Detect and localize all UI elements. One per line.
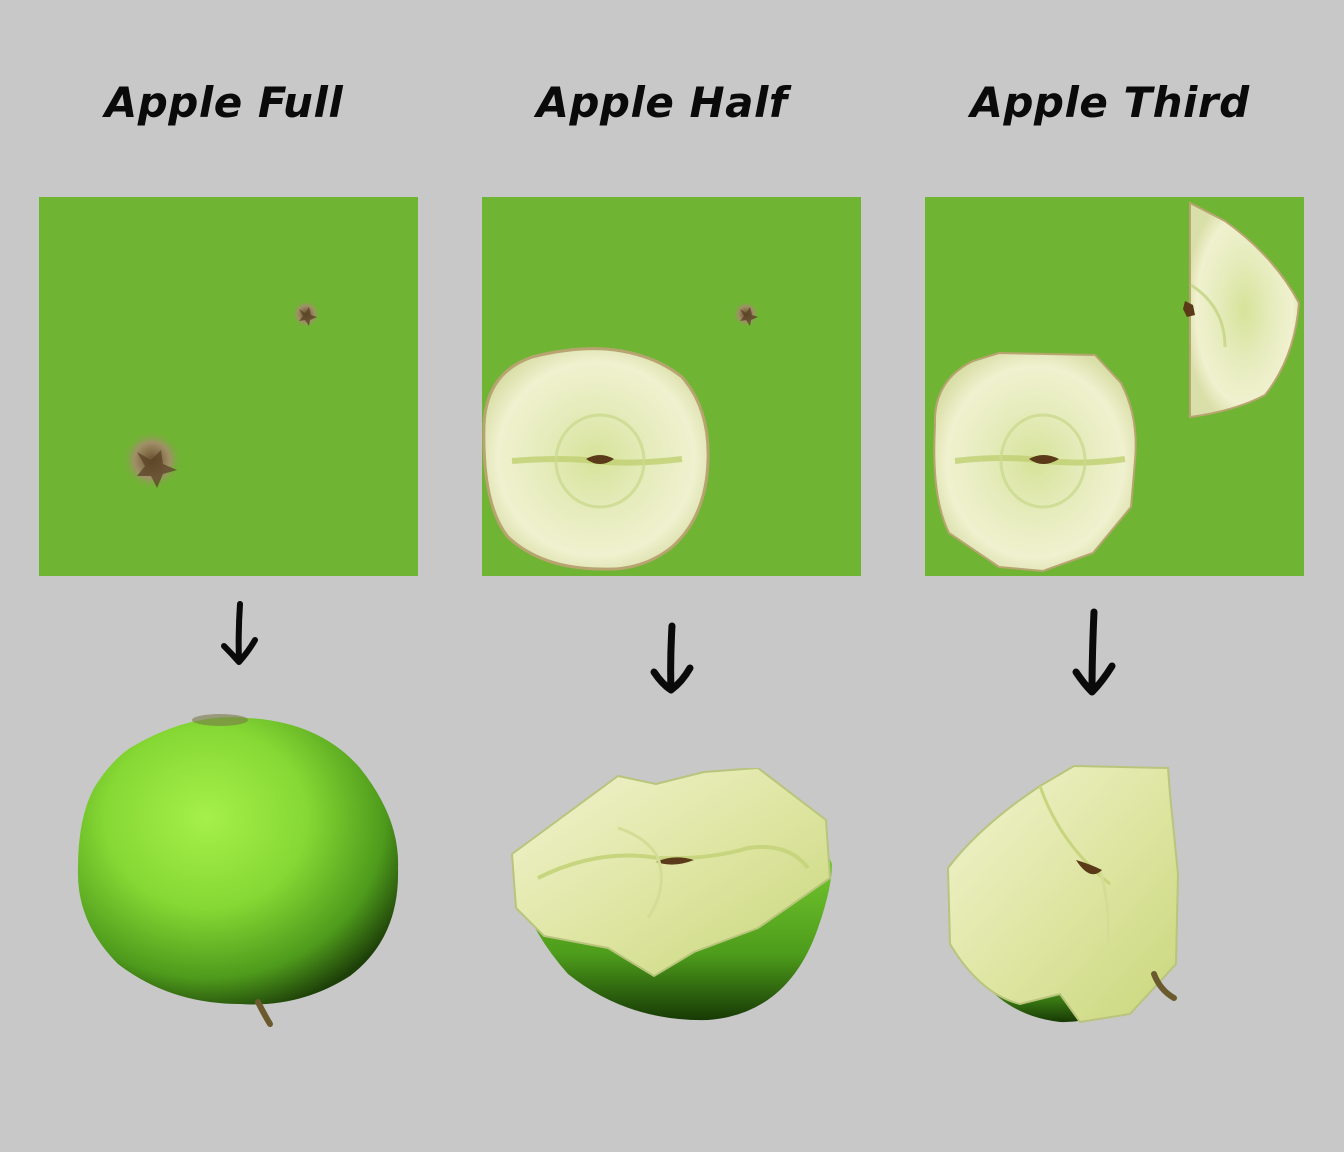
panel-apple-full: Apple Full	[0, 0, 448, 1152]
panel-apple-half: Apple Half	[448, 0, 896, 1152]
apple-half-texture-icon	[482, 197, 861, 576]
whole-apple-icon	[77, 714, 399, 1027]
panel-apple-third: Apple Third	[896, 0, 1344, 1152]
apple-third-texture-icon	[925, 197, 1304, 576]
apple-peel-texture-icon	[39, 197, 418, 576]
third-apple-icon	[946, 764, 1180, 1024]
arrow-down-icon	[221, 601, 258, 665]
arrow-down-icon	[1072, 608, 1116, 696]
panel-title: Apple Third	[970, 78, 1250, 127]
panel-title: Apple Full	[104, 78, 344, 127]
arrow-down-icon	[650, 622, 694, 694]
half-apple-icon	[510, 768, 832, 1021]
panel-title: Apple Half	[536, 78, 788, 127]
